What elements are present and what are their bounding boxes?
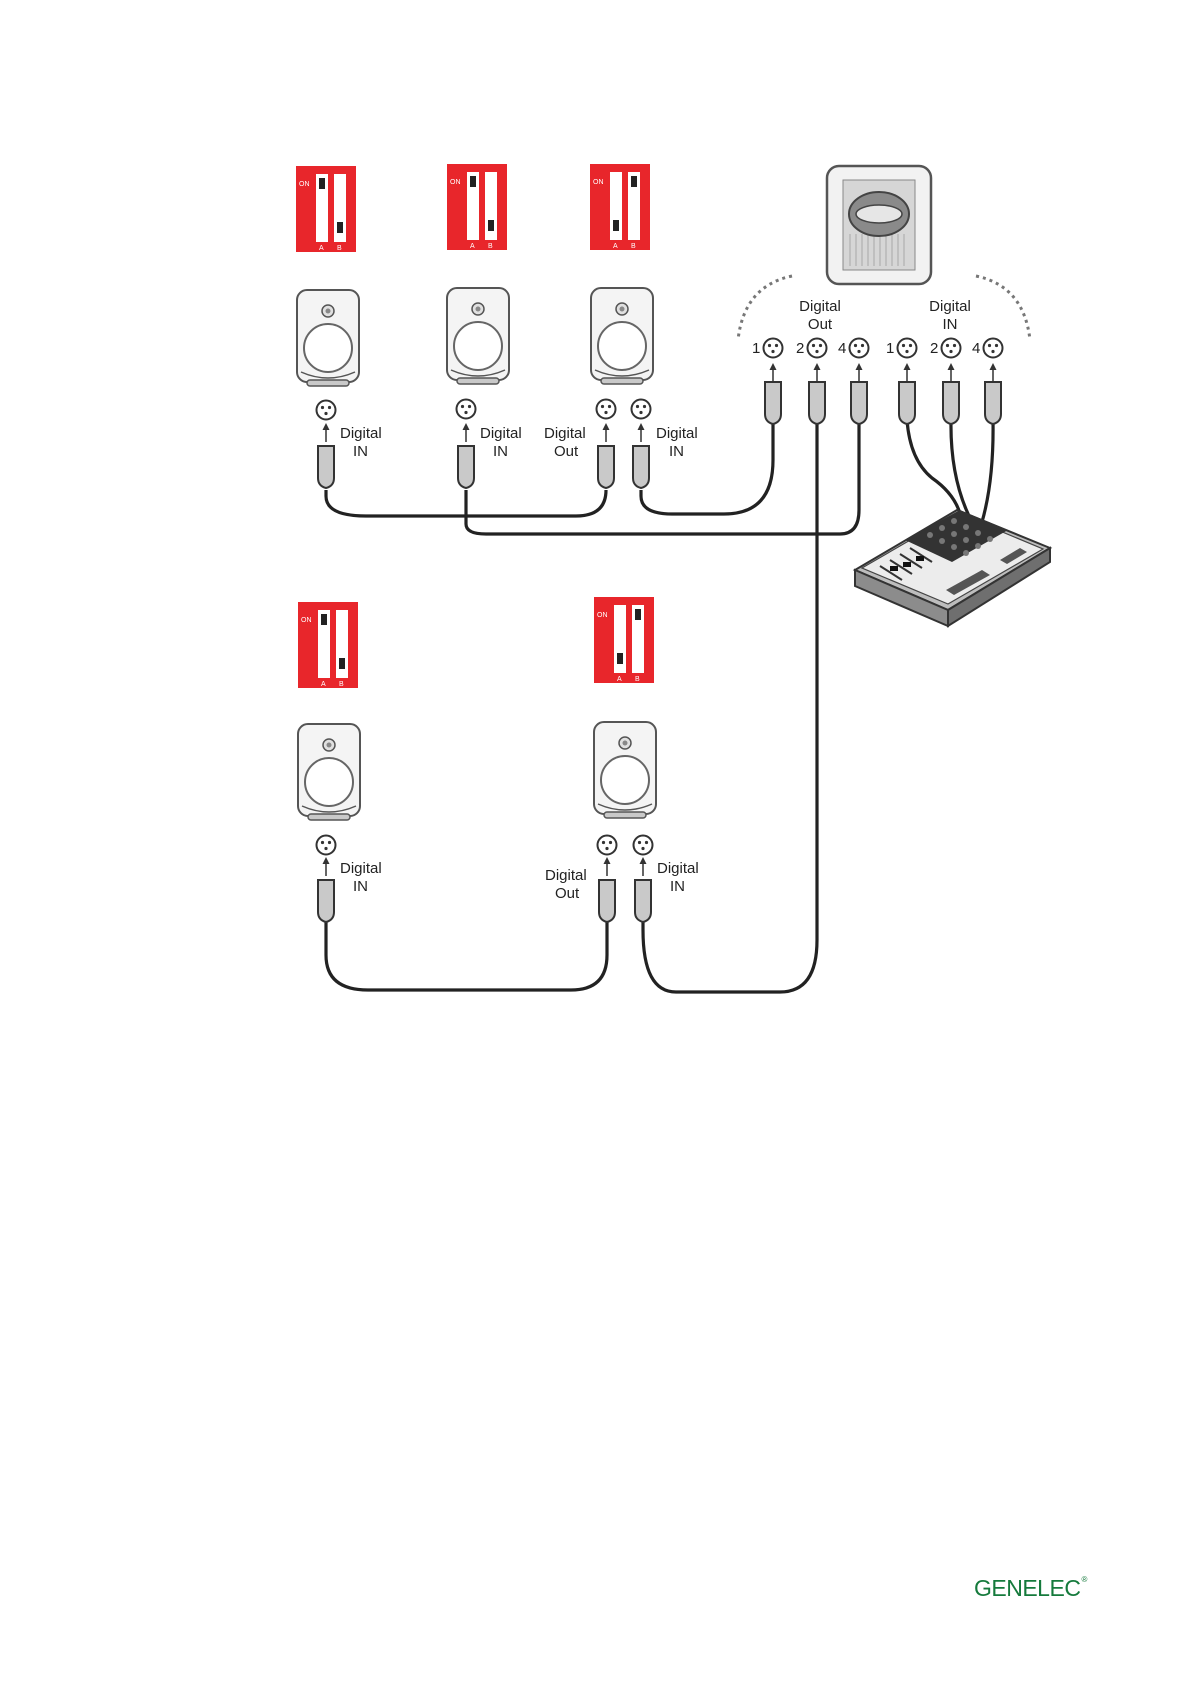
digital-out-sublabel: Out <box>554 443 579 460</box>
cable-plug <box>318 446 334 488</box>
cable-plug <box>599 880 615 922</box>
subwoofer-in-bracket <box>976 276 1030 340</box>
dip-a-label: A <box>470 243 475 250</box>
cable-plug <box>318 880 334 922</box>
subwoofer-out-bracket <box>738 276 792 340</box>
cable-plug <box>985 382 1001 424</box>
sub-digital-out-label: Digital <box>799 298 841 315</box>
dip-on-label: ON <box>450 179 461 186</box>
xlr-connector-icon <box>317 401 336 420</box>
subwoofer-icon <box>827 166 931 284</box>
xlr-connector-icon <box>984 339 1003 358</box>
xlr-connector-icon <box>457 400 476 419</box>
digital-out-sublabel: Out <box>555 885 580 902</box>
cable-plug <box>458 446 474 488</box>
xlr-connector-icon <box>634 836 653 855</box>
digital-in-sublabel: IN <box>670 878 685 895</box>
dip-on-label: ON <box>301 617 312 624</box>
port-number: 2 <box>930 340 938 357</box>
speaker-icon <box>298 724 360 820</box>
cable-plug <box>633 446 649 488</box>
digital-in-label: Digital <box>657 860 699 877</box>
speaker-icon <box>594 722 656 818</box>
cable-plug <box>635 880 651 922</box>
cable-plug <box>851 382 867 424</box>
xlr-connector-icon <box>898 339 917 358</box>
dip-a-label: A <box>321 681 326 688</box>
cable-plug <box>809 382 825 424</box>
digital-out-label: Digital <box>544 425 586 442</box>
dip-b-label: B <box>631 243 636 250</box>
brand-name: GENELEC <box>974 1575 1080 1601</box>
speaker-icon <box>591 288 653 384</box>
digital-out-label: Digital <box>545 867 587 884</box>
xlr-connector-icon <box>632 400 651 419</box>
mixer-icon <box>855 510 1050 626</box>
dip-a-label: A <box>319 245 324 252</box>
port-number: 2 <box>796 340 804 357</box>
dip-b-label: B <box>339 681 344 688</box>
cable-plug <box>765 382 781 424</box>
sub-digital-in-label: Digital <box>929 298 971 315</box>
port-number: 4 <box>972 340 980 357</box>
digital-in-label: Digital <box>340 860 382 877</box>
sub-digital-in-sublabel: IN <box>943 316 958 333</box>
xlr-connector-icon <box>850 339 869 358</box>
dip-a-label: A <box>613 243 618 250</box>
cable-plug <box>598 446 614 488</box>
dip-on-label: ON <box>593 179 604 186</box>
port-number: 1 <box>752 340 760 357</box>
digital-in-sublabel: IN <box>353 443 368 460</box>
dip-switch-icon: ON A B <box>296 166 356 252</box>
sub-digital-out-sublabel: Out <box>808 316 833 333</box>
digital-in-label: Digital <box>656 425 698 442</box>
speaker-icon <box>297 290 359 386</box>
digital-in-sublabel: IN <box>493 443 508 460</box>
xlr-connector-icon <box>597 400 616 419</box>
dip-b-label: B <box>337 245 342 252</box>
genelec-logo: GENELEC® <box>974 1575 1087 1602</box>
port-number: 4 <box>838 340 846 357</box>
xlr-connector-icon <box>808 339 827 358</box>
digital-in-sublabel: IN <box>669 443 684 460</box>
dip-switch-icon: ON A B <box>447 164 507 250</box>
digital-in-label: Digital <box>340 425 382 442</box>
dip-switch-icon: ON A B <box>594 597 654 683</box>
dip-b-label: B <box>488 243 493 250</box>
port-number: 1 <box>886 340 894 357</box>
dip-switch-icon: ON A B <box>590 164 650 250</box>
dip-on-label: ON <box>299 181 310 188</box>
xlr-connector-icon <box>942 339 961 358</box>
brand-registered-mark: ® <box>1081 1575 1086 1584</box>
dip-on-label: ON <box>597 612 608 619</box>
cable-plug <box>899 382 915 424</box>
xlr-connector-icon <box>598 836 617 855</box>
speaker-icon <box>447 288 509 384</box>
digital-in-sublabel: IN <box>353 878 368 895</box>
digital-in-label: Digital <box>480 425 522 442</box>
cable-plug <box>943 382 959 424</box>
dip-a-label: A <box>617 676 622 683</box>
dip-b-label: B <box>635 676 640 683</box>
cables <box>326 420 993 992</box>
dip-switch-icon: ON A B <box>298 602 358 688</box>
xlr-connector-icon <box>764 339 783 358</box>
xlr-connector-icon <box>317 836 336 855</box>
